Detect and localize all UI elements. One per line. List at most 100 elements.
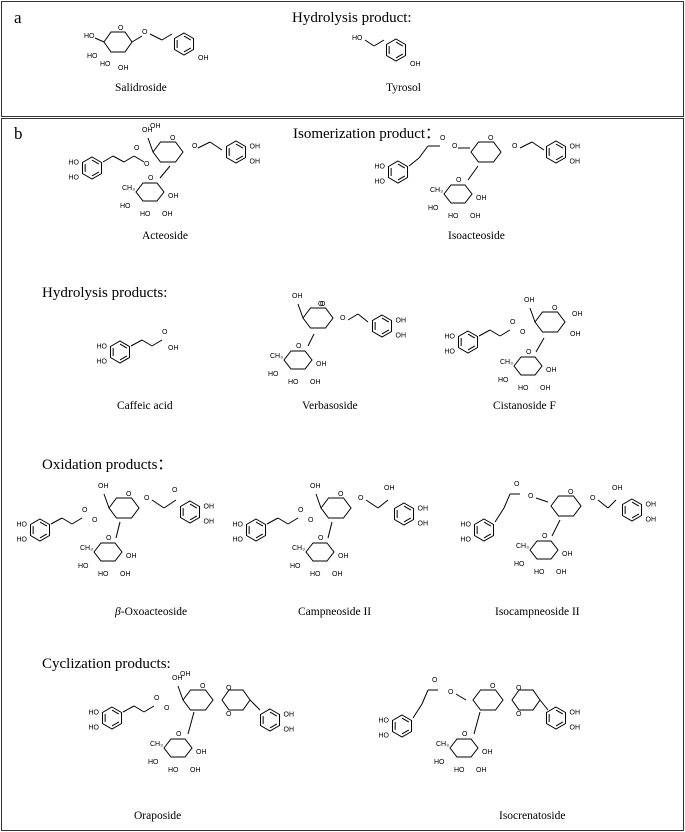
hydroxyl-label: OH bbox=[126, 553, 137, 560]
ring-oxygen-label: O bbox=[126, 491, 132, 498]
glucose-ring bbox=[302, 307, 334, 329]
ring-oxygen-label: O bbox=[488, 135, 494, 142]
compound-name-acteoside: Acteoside bbox=[142, 230, 188, 242]
hydroxyl-label: OH bbox=[646, 502, 657, 509]
ether-oxygen-label: O bbox=[358, 495, 364, 502]
ring-oxygen-label: O bbox=[106, 535, 112, 542]
hydroxyl-label: HO bbox=[498, 377, 509, 384]
hydroxyl-label: OH bbox=[418, 521, 429, 528]
hydroxyl-label: HO bbox=[87, 53, 98, 60]
methyl-label: CH₃ bbox=[516, 543, 529, 550]
hydroxyl-label: OH bbox=[470, 213, 481, 220]
hydroxyl-label: OH bbox=[98, 483, 109, 490]
glucose-ring bbox=[320, 497, 352, 519]
hydroxyl-label: OH bbox=[150, 123, 161, 130]
ester-oxygen-label: O bbox=[164, 705, 170, 712]
hydroxyl-label: OH bbox=[418, 506, 429, 513]
hydroxyl-label: OH bbox=[310, 379, 321, 386]
hydroxyl-label: OH bbox=[540, 385, 551, 392]
carbonyl-oxygen-label: O bbox=[510, 319, 516, 326]
ring-oxygen-label: O bbox=[200, 683, 206, 690]
hydroxyl-label: HO bbox=[444, 334, 455, 341]
hydroxyl-label: HO bbox=[374, 164, 385, 171]
carbonyl-oxygen-label: O bbox=[432, 677, 438, 684]
hydroxyl-label: HO bbox=[378, 733, 389, 740]
hydroxyl-label: OH bbox=[310, 483, 321, 490]
hydroxyl-label: HO bbox=[68, 160, 79, 167]
hydroxyl-label: HO bbox=[444, 349, 455, 356]
hydroxyl-label: OH bbox=[284, 712, 295, 719]
hydroxyl-label: OH bbox=[168, 193, 179, 200]
hydroxyl-label: HO bbox=[16, 522, 27, 529]
oxidation-products-heading: Oxidation products： bbox=[42, 457, 173, 473]
ring-oxygen-label: O bbox=[338, 491, 344, 498]
ring-oxygen-label: O bbox=[296, 343, 302, 350]
hydroxyl-label: OH bbox=[180, 671, 191, 678]
hydroxyl-label: HO bbox=[232, 522, 243, 529]
hydroxyl-label: HO bbox=[16, 537, 27, 544]
hydroxyl-label: HO bbox=[168, 767, 179, 774]
methyl-label: CH₃ bbox=[122, 185, 135, 192]
hydroxyl-label: HO bbox=[88, 710, 99, 717]
rhamnose-ring bbox=[443, 184, 473, 204]
hydroxyl-label: HO bbox=[288, 379, 299, 386]
ring-oxygen-label: O bbox=[462, 731, 468, 738]
compound-name-isocampneoside-ii: Isocampneoside II bbox=[495, 606, 580, 618]
panel-a bbox=[1, 1, 684, 117]
hydroxyl-label: HO bbox=[98, 571, 109, 578]
ring-oxygen-label: O bbox=[318, 535, 324, 542]
hydroxyl-label: OH bbox=[570, 710, 581, 717]
hydroxyl-label: OH bbox=[118, 65, 129, 72]
glucose-ring bbox=[550, 495, 582, 517]
hydroxyl-label: HO bbox=[290, 563, 301, 570]
aromatic-ring bbox=[29, 518, 51, 542]
carbonyl-oxygen-label: O bbox=[514, 481, 520, 488]
hydroxyl-label: OH bbox=[646, 517, 657, 524]
hydroxyl-label: HO bbox=[352, 35, 363, 42]
hydroxyl-label: HO bbox=[514, 561, 525, 568]
hydroxyl-label: OH bbox=[524, 297, 535, 304]
aromatic-ring bbox=[173, 32, 195, 56]
hydroxyl-label: OH bbox=[546, 367, 557, 374]
glucose-ring bbox=[182, 689, 214, 711]
ring-oxygen-label: O bbox=[226, 685, 232, 692]
panel-a-label: a bbox=[14, 8, 22, 27]
hydroxyl-label: HO bbox=[96, 344, 107, 351]
rhamnose-ring bbox=[305, 542, 335, 562]
hydroxyl-label: OH bbox=[572, 311, 583, 318]
dioxane-ring bbox=[511, 689, 541, 711]
hydroxyl-label: HO bbox=[448, 213, 459, 220]
methyl-label: CH₃ bbox=[430, 187, 443, 194]
methyl-label: CH₃ bbox=[150, 741, 163, 748]
compound-name-caffeic-acid: Caffeic acid bbox=[117, 400, 173, 412]
aromatic-ring bbox=[385, 38, 407, 62]
hydroxyl-label: OH bbox=[332, 571, 343, 578]
aromatic-ring bbox=[387, 160, 409, 184]
hydroxyl-label: OH bbox=[162, 211, 173, 218]
hydroxyl-label: OH bbox=[396, 318, 407, 325]
aromatic-ring bbox=[81, 156, 103, 180]
hydroxyl-label: OH bbox=[384, 485, 395, 492]
ester-oxygen-label: O bbox=[308, 517, 314, 524]
aromatic-ring bbox=[393, 502, 415, 526]
hydroxyl-label: OH bbox=[316, 361, 327, 368]
ring-oxygen-label: O bbox=[176, 731, 182, 738]
hydroxyl-label: OH bbox=[476, 195, 487, 202]
hydroxyl-label: HO bbox=[120, 203, 131, 210]
ester-oxygen-label: O bbox=[452, 143, 458, 150]
hydroxyl-label: HO bbox=[454, 767, 465, 774]
hydroxyl-label: HO bbox=[68, 175, 79, 182]
hydroxyl-label: HO bbox=[460, 522, 471, 529]
aromatic-ring bbox=[457, 330, 479, 354]
cyclization-products-heading: Cyclization products: bbox=[42, 656, 171, 672]
hydroxyl-label: HO bbox=[268, 371, 279, 378]
aromatic-ring bbox=[179, 500, 201, 524]
ring-oxygen-label: O bbox=[318, 301, 324, 308]
hydroxyl-label: OH bbox=[482, 749, 493, 756]
ring-oxygen-label: O bbox=[542, 533, 548, 540]
compound-name-oraposide: Oraposide bbox=[134, 810, 182, 822]
hydroxyl-label: OH bbox=[292, 293, 303, 300]
compound-name-verbasoside: Verbasoside bbox=[302, 400, 358, 412]
glucose-ring bbox=[103, 31, 133, 53]
compound-name-tyrosol: Tyrosol bbox=[386, 82, 421, 94]
